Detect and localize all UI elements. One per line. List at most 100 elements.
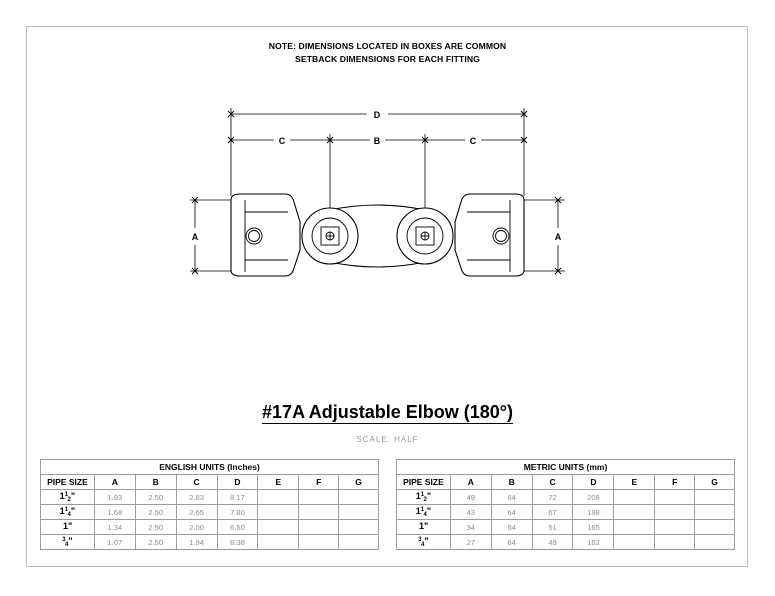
english-value-cell: 7.80 (216, 504, 259, 520)
metric-value-cell (654, 534, 696, 550)
pipe-size-numerator: 1 (64, 507, 69, 513)
dimension-label-c-left: C (279, 136, 286, 146)
english-value-cell: 8.17 (216, 489, 259, 505)
english-value-cell (298, 519, 340, 535)
english-header-c: C (175, 474, 218, 490)
english-value-cell (298, 489, 340, 505)
pipe-size-denominator: 4 (65, 542, 69, 548)
english-value-cell: 2.50 (134, 519, 177, 535)
metric-value-cell: 27 (449, 534, 492, 550)
english-header-e: E (257, 474, 300, 490)
metric-value-cell (613, 519, 656, 535)
scale-label: SCALE: HALF (356, 435, 419, 444)
english-value-cell: 2.65 (175, 504, 218, 520)
metric-header-a: A (449, 474, 492, 490)
metric-value-cell: 64 (490, 504, 533, 520)
metric-pipe-size-cell: 1" (396, 519, 451, 535)
english-value-cell: 1.93 (93, 489, 136, 505)
note-line-1: NOTE: DIMENSIONS LOCATED IN BOXES ARE CO… (268, 41, 507, 51)
english-header-g: G (338, 474, 379, 490)
pipe-size-numerator: 3 (418, 537, 422, 543)
english-pipe-size-cell: 112" (40, 489, 95, 505)
metric-value-cell: 49 (449, 489, 492, 505)
english-units-caption: ENGLISH UNITS (Inches) (40, 459, 379, 475)
pipe-size-whole: 1 (415, 491, 421, 501)
dimension-note: NOTE: DIMENSIONS LOCATED IN BOXES ARE CO… (0, 40, 775, 66)
dimension-label-b: B (374, 136, 381, 146)
english-value-cell: 6.38 (216, 534, 259, 550)
metric-value-cell: 34 (449, 519, 492, 535)
elbow-fitting-body (230, 193, 525, 277)
english-pipe-size-cell: 114" (40, 504, 95, 520)
pipe-size-denominator: 4 (423, 512, 427, 518)
right-socket (454, 193, 525, 277)
metric-pipe-size-cell: 34" (396, 534, 451, 550)
english-header-d: D (216, 474, 259, 490)
metric-pipe-size-cell: 112" (396, 489, 451, 505)
metric-value-cell (694, 504, 735, 520)
english-value-cell (338, 504, 379, 520)
pipe-size-numerator: 3 (62, 537, 66, 543)
english-header-f: F (298, 474, 340, 490)
english-value-cell: 1.07 (93, 534, 136, 550)
metric-value-cell: 198 (572, 504, 615, 520)
english-value-cell (338, 489, 379, 505)
english-value-cell (257, 534, 300, 550)
metric-value-cell (613, 534, 656, 550)
metric-value-cell (654, 519, 696, 535)
elbow-technical-drawing: D C B C A A (190, 108, 565, 277)
dimension-label-d: D (374, 110, 381, 120)
metric-header-b: B (490, 474, 533, 490)
english-value-cell: 2.50 (134, 504, 177, 520)
pipe-size-denominator: 2 (67, 497, 71, 503)
pipe-size-denominator: 4 (421, 542, 425, 548)
pipe-size-numerator: 1 (64, 492, 69, 498)
pipe-size-suffix: " (70, 506, 76, 516)
english-header-row: PIPE SIZE A B C D E F G (40, 474, 379, 490)
metric-header-e: E (613, 474, 656, 490)
dimension-tick-marks (191, 110, 562, 275)
english-value-cell: 1.94 (175, 534, 218, 550)
metric-units-table: METRIC UNITS (mm) PIPE SIZE A B C D E F … (396, 459, 735, 550)
english-value-cell (298, 534, 340, 550)
drawing-sheet-border (26, 26, 748, 567)
fitting-details (244, 200, 511, 272)
english-header-pipe-size: PIPE SIZE (40, 474, 95, 490)
pipe-size-suffix: " (70, 491, 76, 501)
english-units-table: ENGLISH UNITS (Inches) PIPE SIZE A B C D… (40, 459, 379, 550)
metric-value-cell: 208 (572, 489, 615, 505)
pipe-size-numerator: 1 (420, 507, 425, 513)
dimension-label-c-right: C (470, 136, 477, 146)
metric-pipe-size-cell: 114" (396, 504, 451, 520)
pipe-size-numerator: 1 (420, 492, 425, 498)
english-value-cell (257, 519, 300, 535)
metric-value-cell: 51 (531, 519, 574, 535)
right-hex-socket (415, 226, 435, 246)
right-set-screw-hole (492, 227, 510, 245)
english-value-cell: 2.00 (175, 519, 218, 535)
metric-value-cell (613, 504, 656, 520)
metric-header-pipe-size: PIPE SIZE (396, 474, 451, 490)
page-title: #17A Adjustable Elbow (180°) (0, 402, 775, 424)
english-value-cell: 1.68 (93, 504, 136, 520)
metric-value-cell (694, 534, 735, 550)
page-title-text: #17A Adjustable Elbow (180°) (262, 402, 513, 424)
dimension-label-a-left: A (192, 232, 199, 242)
metric-value-cell (654, 489, 696, 505)
metric-value-cell: 67 (531, 504, 574, 520)
english-value-cell: 6.50 (216, 519, 259, 535)
pipe-size-whole: 1 (59, 491, 65, 501)
metric-header-c: C (531, 474, 574, 490)
english-value-cell: 1.34 (93, 519, 136, 535)
pipe-size-suffix: " (424, 536, 429, 546)
metric-header-d: D (572, 474, 615, 490)
pipe-size-denominator: 2 (423, 497, 427, 503)
metric-value-cell: 72 (531, 489, 574, 505)
english-value-cell (338, 534, 379, 550)
